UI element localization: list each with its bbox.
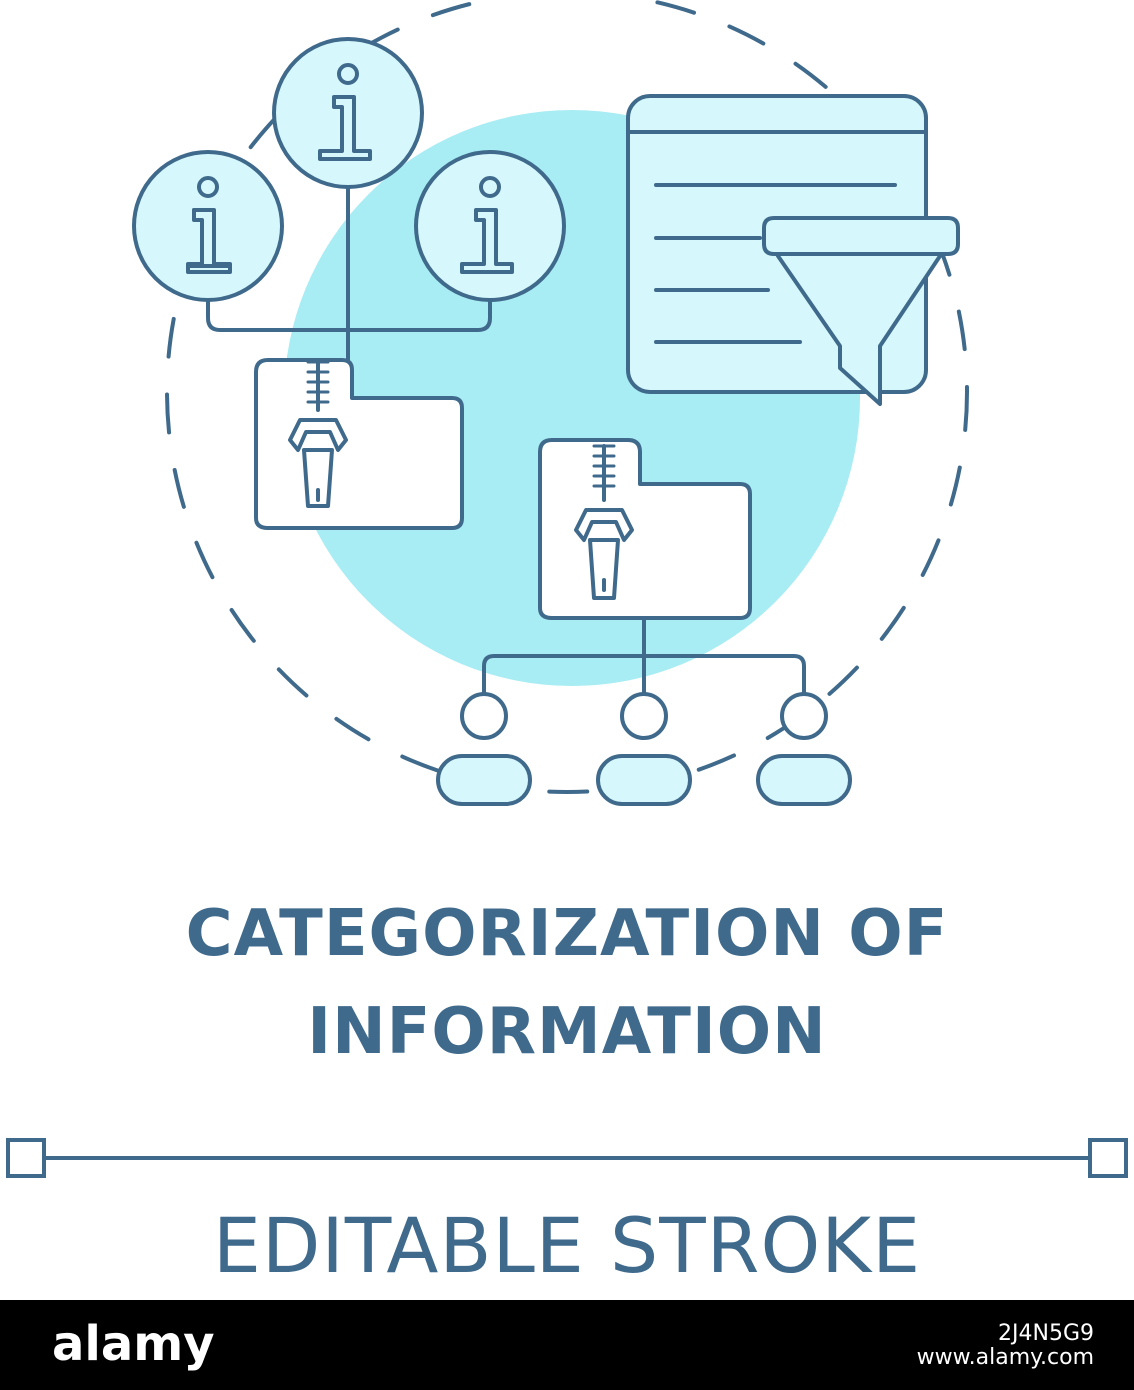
zip-folder-icon — [254, 358, 464, 530]
concept-illustration — [6, 0, 1128, 1178]
footer-info: 2J4N5G9 www.alamy.com — [916, 1321, 1094, 1371]
document-filter-icon — [626, 94, 960, 406]
subtitle: EDITABLE STROKE — [212, 1201, 922, 1290]
hierarchy-users-icon — [436, 618, 852, 806]
info-icon — [414, 150, 566, 302]
zip-folder-icon — [538, 438, 752, 620]
image-id: 2J4N5G9 — [998, 1321, 1094, 1346]
info-icon — [272, 37, 424, 189]
title-line-1: CATEGORIZATION OF — [185, 897, 949, 971]
alamy-logo: alamy — [52, 1316, 215, 1372]
info-icon — [132, 150, 284, 302]
footer-bar: alamy 2J4N5G9 www.alamy.com — [0, 1300, 1134, 1390]
editable-stroke-line — [6, 1138, 1128, 1178]
site-url: www.alamy.com — [916, 1345, 1094, 1371]
dashed-ring — [165, 0, 969, 794]
title-line-2: INFORMATION — [307, 995, 827, 1069]
